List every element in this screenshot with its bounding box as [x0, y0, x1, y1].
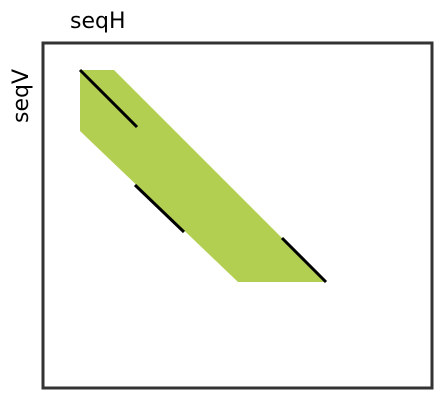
- horizontal-sequence-label: seqH: [70, 9, 126, 34]
- alignment-segment-1: [78, 68, 139, 129]
- vertical-sequence-label: seqV: [9, 69, 34, 123]
- alignment-band: [80, 70, 326, 282]
- alignment-segment-2: [133, 183, 186, 234]
- alignment-segment-3: [280, 236, 328, 284]
